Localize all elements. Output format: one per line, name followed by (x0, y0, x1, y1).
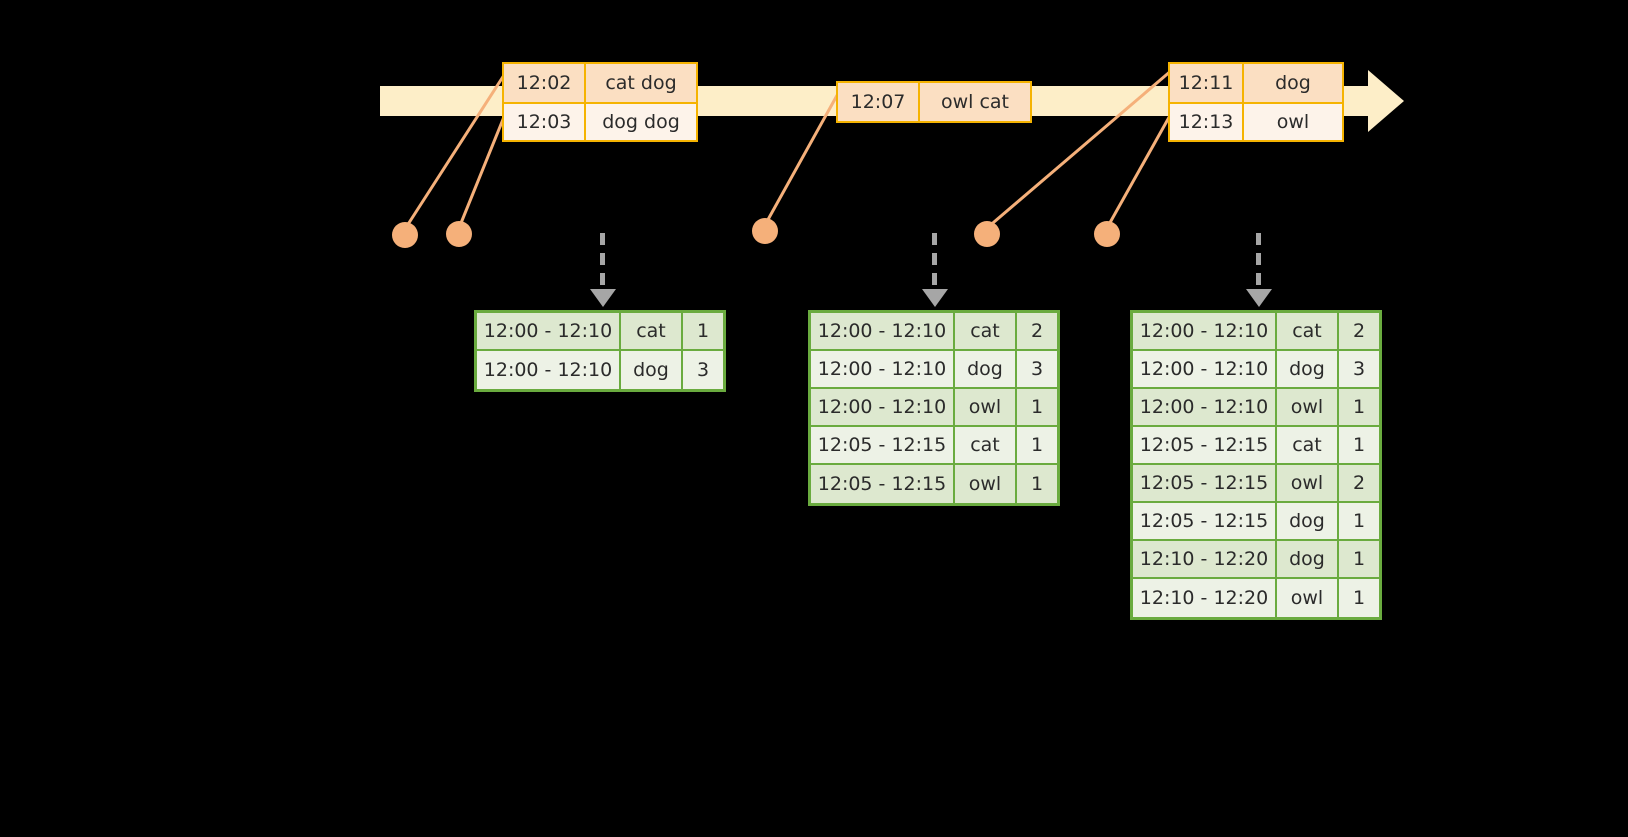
window-cell: 12:05 - 12:15 (1133, 427, 1277, 465)
count-cell: 1 (1017, 465, 1057, 503)
word-cell: owl (1277, 389, 1339, 427)
window-cell: 12:00 - 12:10 (811, 313, 955, 351)
window-cell: 12:05 - 12:15 (811, 427, 955, 465)
connector-dot-3 (752, 218, 778, 244)
count-cell: 1 (1339, 427, 1379, 465)
window-cell: 12:00 - 12:10 (1133, 313, 1277, 351)
event-box-3[interactable]: 12:11 dog 12:13 owl (1168, 62, 1344, 142)
word-cell: cat (955, 313, 1017, 351)
count-cell: 3 (683, 351, 723, 389)
dashed-arrow-1-head-icon (589, 289, 616, 307)
count-cell: 2 (1017, 313, 1057, 351)
count-cell: 2 (1339, 465, 1379, 503)
word-cell: cat (1277, 427, 1339, 465)
dashed-arrow-3-line (1256, 233, 1261, 291)
event-words: owl cat (920, 83, 1030, 121)
event-row: 12:11 dog (1170, 64, 1342, 102)
connector-line-5 (1105, 111, 1174, 229)
event-row: 12:02 cat dog (504, 64, 696, 102)
dashed-arrow-2-head-icon (921, 289, 948, 307)
event-box-1[interactable]: 12:02 cat dog 12:03 dog dog (502, 62, 698, 142)
connector-dot-1 (392, 222, 418, 248)
connector-line-2 (457, 111, 508, 229)
event-words: owl (1244, 104, 1342, 140)
count-cell: 3 (1339, 351, 1379, 389)
window-cell: 12:00 - 12:10 (811, 351, 955, 389)
word-cell: dog (955, 351, 1017, 389)
window-cell: 12:10 - 12:20 (1133, 541, 1277, 579)
timeline-arrowhead-icon (1368, 70, 1404, 132)
window-cell: 12:05 - 12:15 (811, 465, 955, 503)
event-words: dog (1244, 64, 1342, 102)
word-cell: dog (1277, 541, 1339, 579)
word-cell: dog (621, 351, 683, 389)
count-cell: 1 (1339, 579, 1379, 617)
window-cell: 12:00 - 12:10 (477, 313, 621, 351)
event-time: 12:11 (1170, 64, 1244, 102)
word-cell: owl (1277, 579, 1339, 617)
count-cell: 1 (683, 313, 723, 351)
dashed-arrow-2-line (932, 233, 937, 291)
count-cell: 1 (1339, 389, 1379, 427)
word-cell: dog (1277, 503, 1339, 541)
event-time: 12:03 (504, 104, 586, 140)
event-row: 12:07 owl cat (838, 83, 1030, 121)
word-cell: owl (955, 389, 1017, 427)
connector-dot-2 (446, 221, 472, 247)
window-cell: 12:00 - 12:10 (811, 389, 955, 427)
event-time: 12:07 (838, 83, 920, 121)
event-words: cat dog (586, 64, 696, 102)
word-cell: cat (1277, 313, 1339, 351)
event-row: 12:03 dog dog (504, 102, 696, 140)
word-cell: cat (955, 427, 1017, 465)
connector-dot-4 (974, 221, 1000, 247)
event-time: 12:13 (1170, 104, 1244, 140)
window-cell: 12:00 - 12:10 (1133, 351, 1277, 389)
event-row: 12:13 owl (1170, 102, 1342, 140)
connector-dot-5 (1094, 221, 1120, 247)
count-cell: 3 (1017, 351, 1057, 389)
window-cell: 12:00 - 12:10 (1133, 389, 1277, 427)
dashed-arrow-3-head-icon (1245, 289, 1272, 307)
window-cell: 12:10 - 12:20 (1133, 579, 1277, 617)
event-box-2[interactable]: 12:07 owl cat (836, 81, 1032, 123)
count-cell: 1 (1339, 541, 1379, 579)
count-cell: 1 (1017, 427, 1057, 465)
dashed-arrow-1-line (600, 233, 605, 291)
window-cell: 12:05 - 12:15 (1133, 503, 1277, 541)
count-cell: 2 (1339, 313, 1379, 351)
count-cell: 1 (1017, 389, 1057, 427)
word-cell: owl (1277, 465, 1339, 503)
count-cell: 1 (1339, 503, 1379, 541)
word-cell: dog (1277, 351, 1339, 389)
window-cell: 12:00 - 12:10 (477, 351, 621, 389)
event-time: 12:02 (504, 64, 586, 102)
event-words: dog dog (586, 104, 696, 140)
word-cell: owl (955, 465, 1017, 503)
word-cell: cat (621, 313, 683, 351)
window-cell: 12:05 - 12:15 (1133, 465, 1277, 503)
